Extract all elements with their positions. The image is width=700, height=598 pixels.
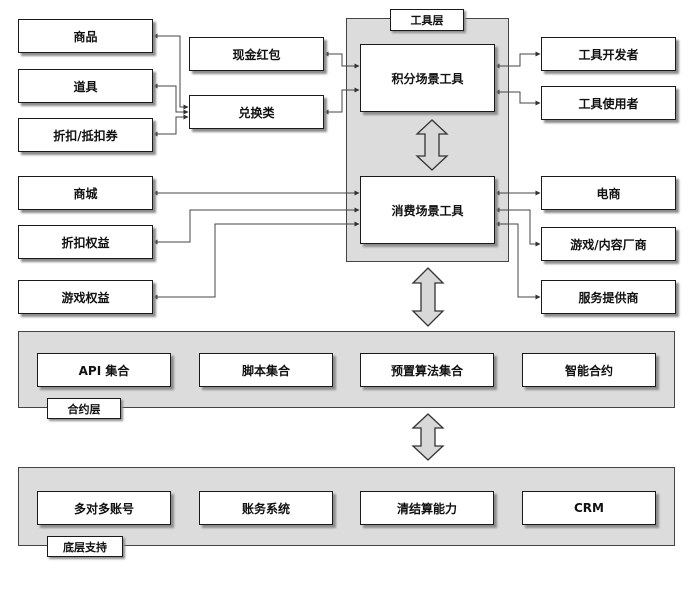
- base-layer-label: 底层支持: [47, 536, 123, 557]
- points-scene-tool-box: 积分场景工具: [360, 44, 495, 112]
- goods-box: 商品: [18, 19, 153, 53]
- smart-contract-box: 智能合约: [522, 353, 656, 387]
- double-arrow-contract-base: [411, 413, 445, 461]
- game-content-vendor-box: 游戏/内容厂商: [541, 227, 676, 261]
- double-arrow-points-consumption: [415, 119, 449, 171]
- tool-developer-box: 工具开发者: [541, 37, 676, 71]
- cash-red-packet-box: 现金红包: [189, 37, 324, 71]
- line-props-exchange: [152, 83, 189, 115]
- line-points-developer: [494, 51, 541, 69]
- mall-box: 商城: [18, 176, 153, 210]
- clearing-settlement-box: 清结算能力: [360, 491, 494, 525]
- line-goods-exchange: [152, 33, 189, 110]
- tool-layer-label: 工具层: [390, 9, 464, 31]
- ecommerce-box: 电商: [541, 176, 676, 210]
- line-discount-consumption: [152, 207, 360, 245]
- script-set-box: 脚本集合: [199, 353, 333, 387]
- crm-box: CRM: [522, 491, 656, 525]
- multi-account-box: 多对多账号: [37, 491, 171, 525]
- line-exchange-points: [323, 87, 360, 115]
- tool-user-box: 工具使用者: [541, 86, 676, 120]
- preset-algorithm-box: 预置算法集合: [360, 353, 494, 387]
- coupons-box: 折扣/抵扣券: [18, 118, 153, 152]
- line-redpacket-points: [323, 51, 360, 69]
- props-box: 道具: [18, 69, 153, 103]
- double-arrow-tool-contract: [411, 267, 445, 327]
- api-set-box: API 集合: [37, 353, 171, 387]
- line-coupons-exchange: [152, 114, 189, 137]
- line-consumption-service: [494, 221, 541, 300]
- discount-rights-box: 折扣权益: [18, 225, 153, 259]
- line-points-user: [494, 89, 541, 106]
- consumption-scene-tool-box: 消费场景工具: [360, 176, 495, 244]
- game-rights-box: 游戏权益: [18, 280, 153, 314]
- contract-layer-label: 合约层: [47, 398, 121, 419]
- exchange-box: 兑换类: [189, 95, 324, 129]
- service-provider-box: 服务提供商: [541, 280, 676, 314]
- accounting-system-box: 账务系统: [199, 491, 333, 525]
- line-game-consumption: [152, 221, 360, 300]
